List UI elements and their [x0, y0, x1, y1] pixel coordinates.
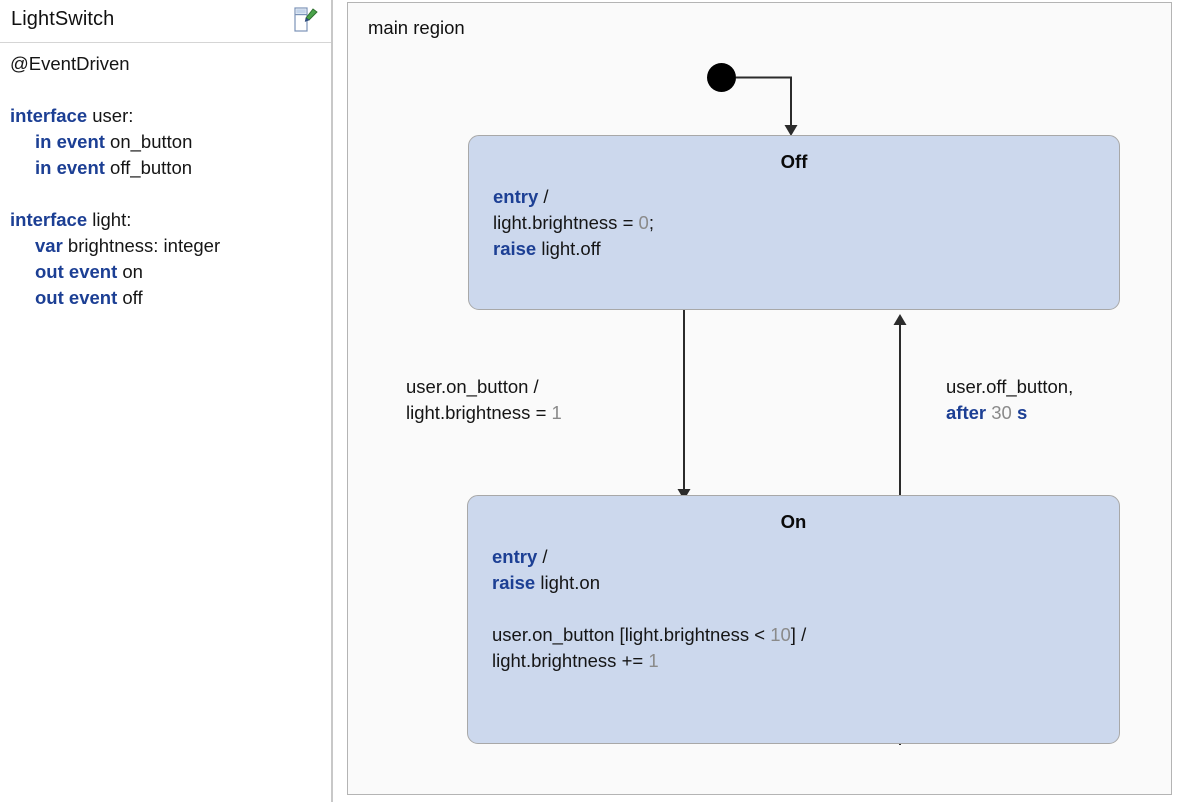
declaration-line: in event on_button	[10, 129, 331, 155]
number-token: 1	[648, 650, 659, 671]
state-on-action-line: user.on_button [light.brightness < 10] /	[492, 622, 1109, 648]
keyword-token: in event	[35, 157, 105, 178]
annotation-line: @EventDriven	[10, 53, 130, 74]
number-token: 10	[770, 624, 791, 645]
text-token: on	[117, 261, 143, 282]
text-token: light.off	[536, 238, 601, 259]
declaration-line: interface light:	[10, 207, 331, 233]
state-on-action-line: light.brightness += 1	[492, 648, 1109, 674]
keyword-token: var	[35, 235, 63, 256]
text-token: ] /	[790, 624, 807, 645]
text-token: /	[537, 546, 548, 567]
state-on-action-line: entry /	[492, 544, 1109, 570]
keyword-token: interface	[10, 209, 88, 230]
text-token: light.on	[535, 572, 601, 593]
text-token: light.brightness =	[493, 212, 639, 233]
declaration-line: out event off	[10, 285, 331, 311]
keyword-token: interface	[10, 105, 88, 126]
statechart-edit-icon[interactable]	[289, 5, 319, 35]
keyword-token: entry	[493, 186, 539, 207]
number-token: 1	[551, 402, 562, 423]
text-token: brightness: integer	[62, 235, 221, 256]
keyword-token: out event	[35, 287, 118, 308]
keyword-token: entry	[492, 546, 538, 567]
state-off-action-line: light.brightness = 0;	[493, 210, 1109, 236]
number-token: 0	[638, 212, 649, 233]
text-token: light.brightness +=	[492, 650, 649, 671]
declaration-line: var brightness: integer	[10, 233, 331, 259]
transition-label-off-to-on: user.on_button / light.brightness = 1	[406, 374, 562, 426]
text-token: user:	[87, 105, 134, 126]
text-token: user.on_button /	[406, 376, 539, 397]
text-token: off_button	[104, 157, 193, 178]
transition-on-to-off-line: after 30 s	[946, 400, 1073, 426]
spacer	[10, 181, 331, 207]
keyword-token: out event	[35, 261, 118, 282]
state-on-title: On	[780, 511, 807, 532]
keyword-token: in event	[35, 131, 105, 152]
text-token: off	[117, 287, 143, 308]
keyword-token: raise	[493, 238, 537, 259]
spacer	[10, 77, 331, 103]
text-token: user.on_button [light.brightness <	[492, 624, 771, 645]
keyword-token: s	[1016, 402, 1028, 423]
state-off-body: entry /light.brightness = 0;raise light.…	[493, 184, 1109, 262]
transition-label-on-to-off: user.off_button,after 30 s	[946, 374, 1073, 426]
transition-off-to-on-line: user.on_button /	[406, 374, 562, 400]
statechart-diagram-canvas[interactable]: main region Off entry /light.brightness …	[347, 2, 1172, 795]
state-off-action-line: entry /	[493, 184, 1109, 210]
sidebar-code-body: @EventDriven interface user:in event on_…	[0, 43, 331, 802]
region-label: main region	[368, 17, 465, 38]
text-token: /	[538, 186, 549, 207]
transition-off-to-on-line: light.brightness = 1	[406, 400, 562, 426]
state-off-title: Off	[780, 151, 808, 172]
text-token: user.off_button,	[946, 376, 1074, 397]
text-token: ;	[648, 212, 654, 233]
sidebar-header: LightSwitch	[0, 0, 331, 43]
spacer	[492, 596, 1109, 622]
number-token: 30	[991, 402, 1012, 423]
transition-on-to-off-line: user.off_button,	[946, 374, 1073, 400]
declaration-line: in event off_button	[10, 155, 331, 181]
text-token: light:	[87, 209, 132, 230]
declaration-line: out event on	[10, 259, 331, 285]
state-off[interactable]: Off entry /light.brightness = 0;raise li…	[468, 135, 1120, 310]
declaration-line: interface user:	[10, 103, 331, 129]
statechart-definition-sidebar: LightSwitch @EventDriven interface user:…	[0, 0, 333, 802]
keyword-token: after	[946, 402, 987, 423]
page-title: LightSwitch	[11, 8, 115, 30]
text-token: on_button	[104, 131, 193, 152]
text-token: light.brightness =	[406, 402, 552, 423]
state-on-action-line: raise light.on	[492, 570, 1109, 596]
keyword-token: raise	[492, 572, 536, 593]
state-off-action-line: raise light.off	[493, 236, 1109, 262]
initial-state-node	[707, 63, 736, 92]
